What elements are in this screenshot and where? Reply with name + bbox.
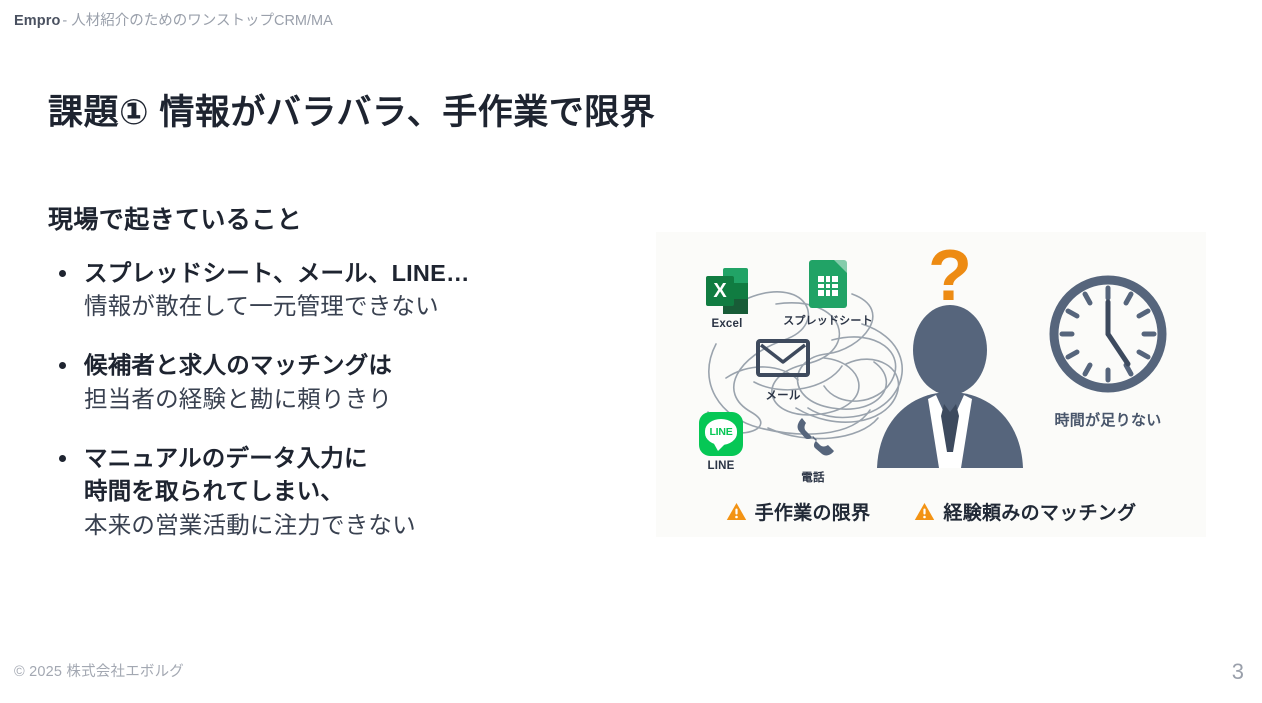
clock-icon (1049, 275, 1167, 393)
bullet-list: スプレッドシート、メール、LINE… 情報が散在して一元管理できない 候補者と求… (48, 257, 628, 543)
bullet-line: 候補者と求人のマッチングは (84, 352, 393, 379)
bullet-line: 本来の営業活動に注力できない (84, 511, 416, 538)
tool-phone: 電話 (768, 414, 858, 485)
footer-copyright: © 2025 株式会社エボルグ (14, 664, 184, 680)
content-left-column: 現場で起きていること スプレッドシート、メール、LINE… 情報が散在して一元管… (48, 204, 628, 542)
line-app-icon: LINE (699, 412, 743, 456)
question-mark-icon: ? (928, 236, 972, 316)
brand-bar: Empro- 人材紹介のためのワンストップCRM/MA (14, 13, 333, 30)
section-heading: 現場で起きていること (48, 206, 303, 234)
brand-name: Empro (14, 13, 61, 29)
list-item: スプレッドシート、メール、LINE… 情報が散在して一元管理できない (48, 257, 628, 324)
brand-tagline: - 人材紹介のためのワンストップCRM/MA (62, 13, 333, 29)
tool-excel: X Excel (682, 268, 772, 330)
tool-spreadsheet: スプレッドシート (768, 260, 888, 328)
clock-caption: 時間が足りない (1054, 412, 1162, 429)
list-item: 候補者と求人のマッチングは 担当者の経験と勘に頼りきり (48, 349, 628, 416)
warning-triangle-icon (915, 503, 935, 520)
warning-row: 手作業の限界 経験頼みのマッチング (656, 498, 1206, 525)
mail-icon (756, 339, 810, 377)
bullet-line: 情報が散在して一元管理できない (84, 292, 439, 319)
illustration-panel: X Excel スプレッドシート メール LINE (656, 232, 1206, 537)
bullet-line: 時間を取られてしまい、 (84, 478, 344, 505)
tool-label: 電話 (801, 472, 825, 484)
tool-label: スプレッドシート (783, 315, 873, 327)
warning-label: 経験頼みのマッチング (943, 503, 1137, 524)
bullet-line: 担当者の経験と勘に頼りきり (84, 385, 393, 412)
warning-item: 経験頼みのマッチング (914, 498, 1136, 525)
tool-line: LINE LINE (676, 412, 766, 472)
page-title: 課題① 情報がバラバラ、手作業で限界 (48, 93, 656, 133)
excel-icon: X (706, 268, 748, 314)
tool-label: Excel (711, 318, 743, 330)
tangled-lines-decoration (707, 291, 903, 440)
warning-label: 手作業の限界 (754, 503, 871, 524)
google-sheets-icon (809, 260, 847, 308)
tool-label: メール (765, 390, 801, 402)
bullet-line: マニュアルのデータ入力に (84, 444, 368, 471)
person-silhouette-icon (877, 305, 1023, 468)
excel-x-glyph: X (706, 276, 734, 306)
bullet-line: スプレッドシート、メール、LINE… (84, 259, 470, 286)
list-item: マニュアルのデータ入力に 時間を取られてしまい、 本来の営業活動に注力できない (48, 442, 628, 542)
warning-triangle-icon (726, 503, 746, 520)
page-number: 3 (1231, 659, 1244, 684)
clock-group: 時間が足りない (1028, 270, 1188, 430)
phone-icon (797, 418, 834, 456)
confused-person-group: ? (870, 240, 1030, 480)
tool-label: LINE (707, 460, 735, 472)
warning-item: 手作業の限界 (726, 498, 871, 525)
line-wordmark: LINE (709, 426, 733, 438)
tool-mail: メール (738, 338, 828, 403)
